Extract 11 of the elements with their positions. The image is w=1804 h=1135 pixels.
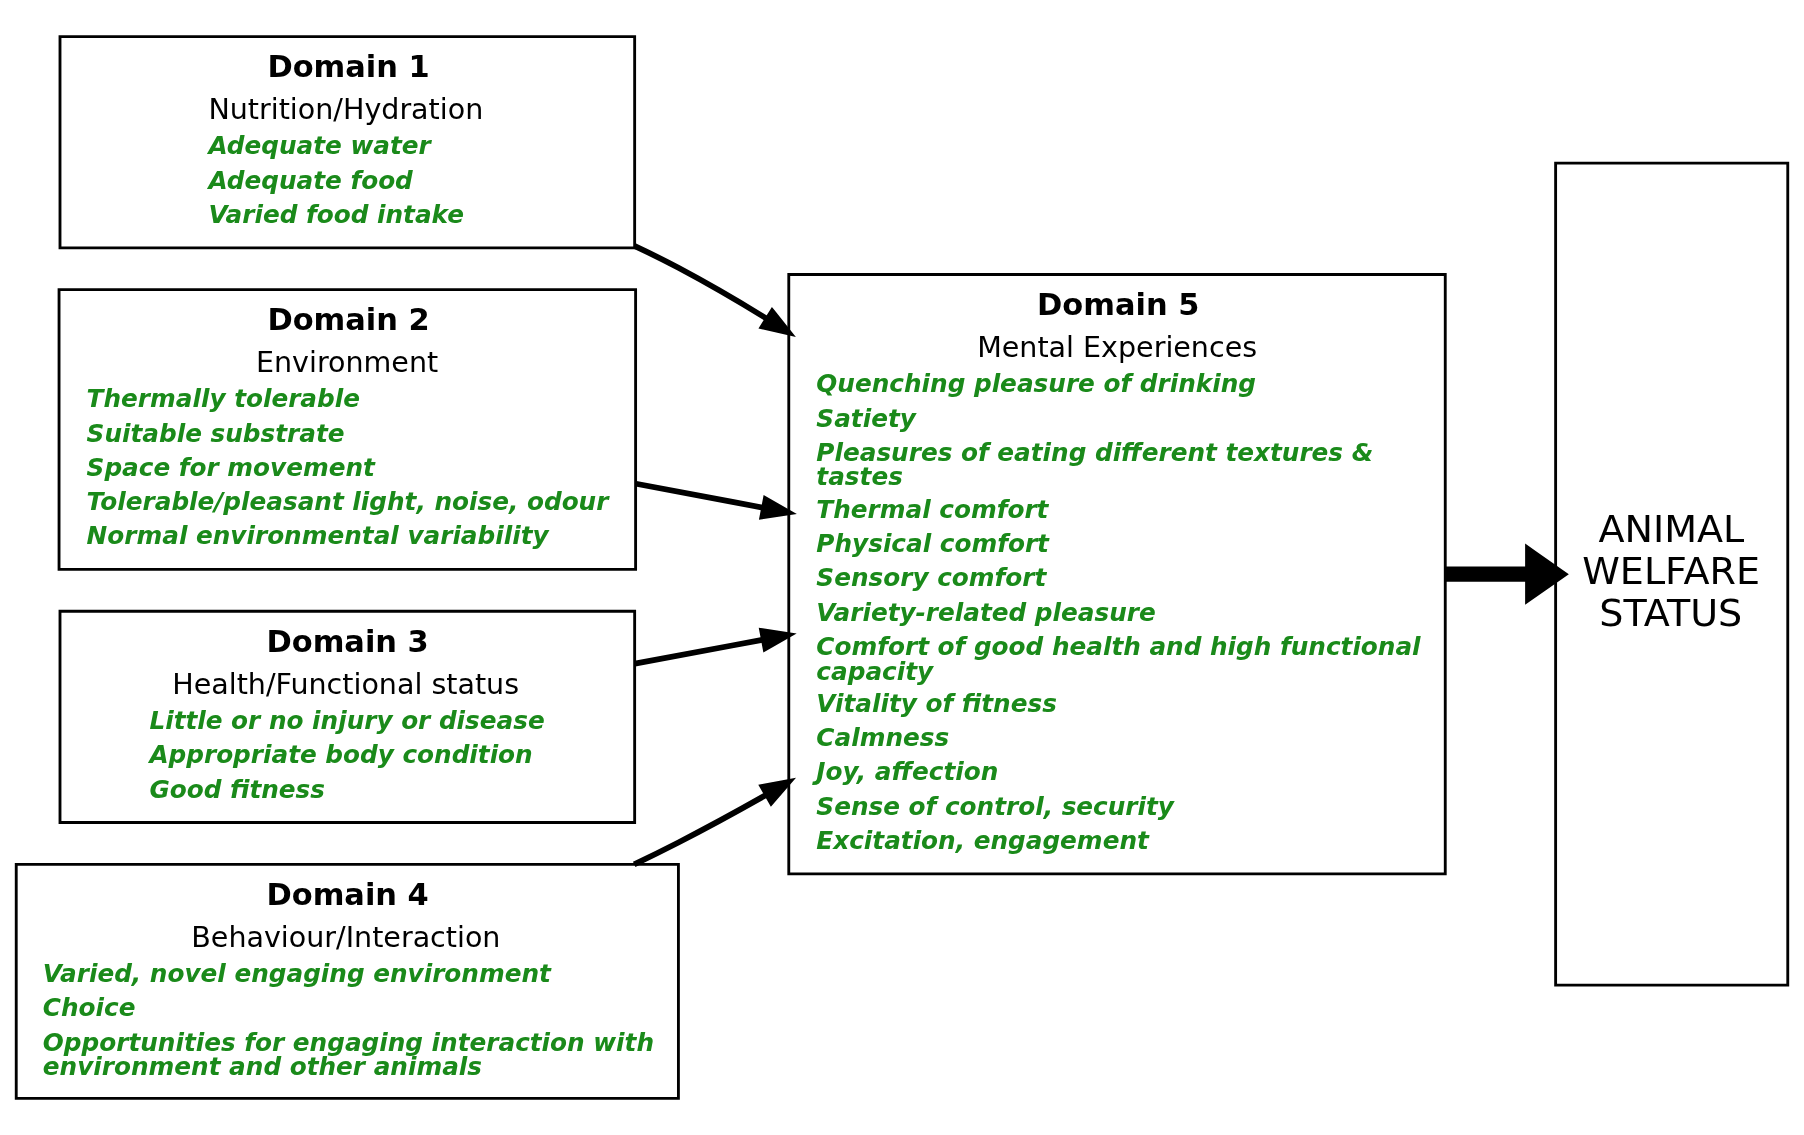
arrow <box>634 627 797 667</box>
node-box: ANIMAL WELFARE STATUS <box>1554 161 1790 987</box>
arrow <box>635 480 797 520</box>
arrow <box>1445 543 1569 605</box>
node-box: Domain 4 Behaviour/Interaction Varied, novel engaging environment Choice Opportunities for engaging interaction with environment and other animals <box>14 862 680 1100</box>
node-box: Domain 5 Mental Experiences Quenching pleasure of drinking Satiety Pleasures of eating different textures & tastes Thermal comfort Physical comfort Sensory comfort Variety-related pleasure Comfort of good health and high functional capacity Vitality of fitness Calmness Joy, affection Sense of control, security Excitation, engagement <box>787 273 1447 876</box>
arrow <box>632 777 797 867</box>
node-box: Domain 3 Health/Functional status Little or no injury or disease Appropriate body condition Good fitness <box>58 609 637 824</box>
arrow <box>633 243 796 337</box>
node-box: Domain 2 Environment Thermally tolerable Suitable substrate Space for movement Tolerable/pleasant light, noise, odour Normal environmental variability <box>57 288 638 571</box>
node-box: Domain 1 Nutrition/Hydration Adequate water Adequate food Varied food intake <box>58 35 637 250</box>
